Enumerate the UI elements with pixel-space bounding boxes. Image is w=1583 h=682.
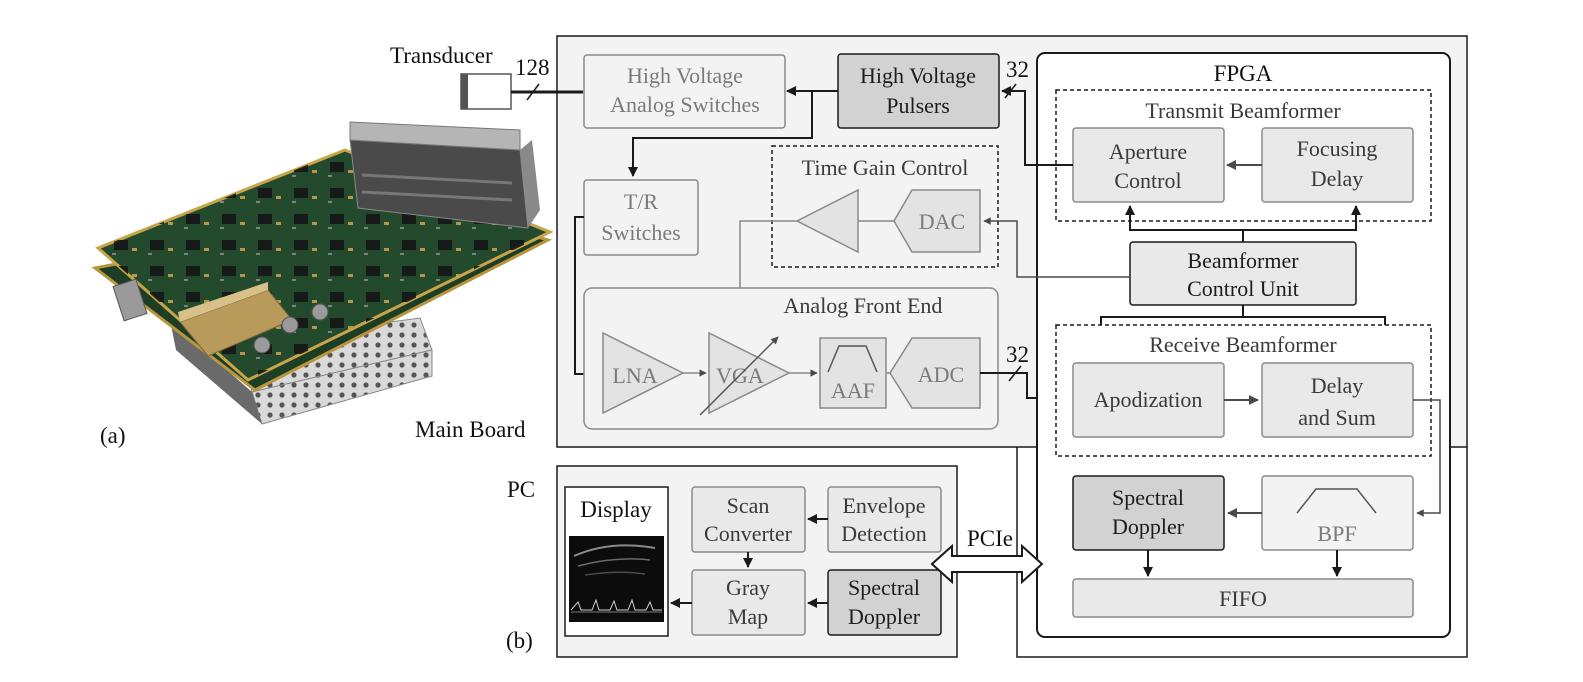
fpga-spectral-line1: Spectral xyxy=(1112,485,1184,510)
dac-label: DAC xyxy=(919,209,965,234)
aperture-to-pulsers-arrow xyxy=(1001,86,1073,166)
panel-b-label: (b) xyxy=(506,628,533,653)
pulsers-to-tr-arrow xyxy=(628,91,813,177)
hv-pulsers-line1: High Voltage xyxy=(860,63,976,88)
control-to-dac-arrow xyxy=(983,217,1130,278)
gray-line2: Map xyxy=(728,604,768,629)
vga-gain-arrow-icon xyxy=(699,336,779,416)
tgc-title: Time Gain Control xyxy=(802,155,969,180)
adc-label: ADC xyxy=(918,362,964,387)
scan-line2: Converter xyxy=(704,521,793,546)
adc-channels: 32 xyxy=(1006,342,1029,367)
hv-switches-line2: Analog Switches xyxy=(610,92,760,117)
bus-slash-icon xyxy=(526,83,540,101)
lna-amplifier xyxy=(602,331,685,415)
dac-box xyxy=(893,189,981,253)
afe-title: Analog Front End xyxy=(784,293,943,318)
ultrasound-image-icon xyxy=(569,536,664,622)
gray-line1: Gray xyxy=(726,575,770,600)
fifo-box xyxy=(1072,578,1414,618)
hv-pulsers-line2: Pulsers xyxy=(886,93,950,118)
control-to-focusing-arrow xyxy=(1243,205,1361,231)
envelope-line2: Detection xyxy=(841,521,927,546)
bus-slash-icon xyxy=(1008,365,1022,382)
aperture-line2: Control xyxy=(1114,168,1181,193)
bandpass-shape-icon xyxy=(1296,488,1377,514)
apodization-label: Apodization xyxy=(1094,387,1203,412)
hv-pulsers-box: High Voltage Pulsers xyxy=(837,53,1000,129)
pulser-channels: 32 xyxy=(1006,57,1029,82)
tgc-group: Time Gain Control DAC xyxy=(739,145,999,338)
focusing-line2: Delay xyxy=(1311,166,1364,191)
delay-sum-line1: Delay xyxy=(1311,373,1364,398)
pc-spectral-line2: Doppler xyxy=(848,604,921,629)
main-board-label: Main Board xyxy=(415,417,526,442)
transducer-channels: 128 xyxy=(515,55,550,80)
transmit-title: Transmit Beamformer xyxy=(1145,98,1341,123)
pcie-label: PCIe xyxy=(967,526,1013,551)
control-to-transmit-arrows xyxy=(1125,205,1244,242)
tr-line2: Switches xyxy=(601,220,680,245)
hv-switches-line1: High Voltage xyxy=(627,63,743,88)
fifo-label: FIFO xyxy=(1219,586,1267,611)
fpga-spectral-line2: Doppler xyxy=(1112,514,1185,539)
transducer-label: Transducer xyxy=(390,43,493,68)
control-unit-line2: Control Unit xyxy=(1187,276,1299,301)
transmit-beamformer-group: Transmit Beamformer Aperture Control Foc… xyxy=(1055,89,1432,222)
pc-label: PC xyxy=(507,477,535,502)
delay-sum-line2: and Sum xyxy=(1298,405,1376,430)
delaysum-to-bpf-arrow xyxy=(1413,399,1441,517)
aaf-label: AAF xyxy=(831,378,875,403)
display-label: Display xyxy=(580,497,652,522)
panel-a-label: (a) xyxy=(100,423,126,448)
fpga-label: FPGA xyxy=(1214,61,1273,86)
adc-box xyxy=(889,337,981,409)
tr-line1: T/R xyxy=(624,189,659,214)
main-board-extension xyxy=(1016,447,1468,658)
vga-amplifier xyxy=(708,331,791,415)
receive-title: Receive Beamformer xyxy=(1149,332,1337,357)
bpf-label: BPF xyxy=(1317,521,1356,546)
receive-beamformer-group: Receive Beamformer Apodization Delay and… xyxy=(1055,324,1432,457)
lna-label: LNA xyxy=(612,363,657,388)
tr-switches-box: T/R Switches xyxy=(583,179,699,256)
focusing-line1: Focusing xyxy=(1297,136,1378,161)
pcie-double-arrow-icon xyxy=(930,543,1044,585)
control-unit-line1: Beamformer xyxy=(1187,248,1299,273)
scan-line1: Scan xyxy=(727,493,770,518)
pc-spectral-line1: Spectral xyxy=(848,575,920,600)
afe-group: Analog Front End LNA VGA AAF ADC xyxy=(583,287,999,430)
transducer-icon xyxy=(460,73,512,110)
display-box: Display xyxy=(564,486,669,637)
filter-shape-icon xyxy=(827,345,878,373)
envelope-line1: Envelope xyxy=(842,493,925,518)
hv-analog-switches-box: High Voltage Analog Switches xyxy=(583,54,786,129)
aperture-line1: Aperture xyxy=(1109,139,1187,164)
board-photo xyxy=(91,121,554,425)
